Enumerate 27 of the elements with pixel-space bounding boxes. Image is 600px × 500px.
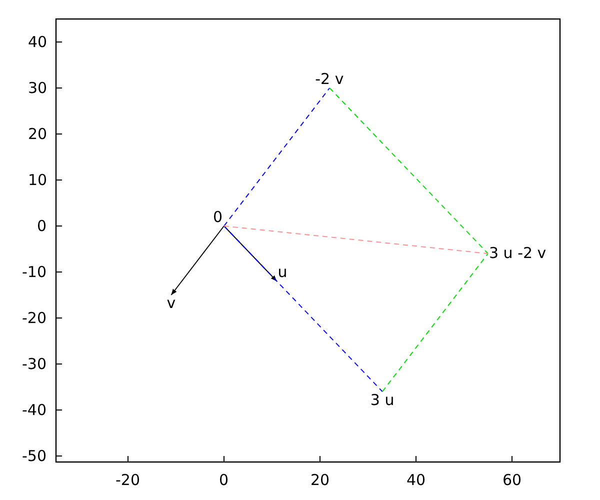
tick-label: -20 [114, 472, 141, 489]
tick-label: -10 [21, 264, 48, 280]
vector-label: u [276, 264, 288, 282]
tick-label: 20 [27, 126, 48, 142]
tick-label: 20 [310, 472, 331, 489]
tick-label: 60 [502, 472, 523, 489]
tick-label: 40 [406, 472, 427, 489]
dashed-line [382, 253, 488, 392]
tick-label: -30 [21, 356, 48, 372]
dashed-line [224, 226, 488, 254]
dashed-line [224, 226, 383, 392]
vector-label: -2 v [314, 71, 345, 88]
dashed-line [329, 88, 488, 254]
tick-label: -20 [21, 310, 48, 326]
tick-label: 30 [27, 80, 48, 96]
vector-label: 0 [212, 209, 224, 226]
tick-label: 10 [27, 172, 48, 188]
vector-label: 3 u -2 v [488, 245, 548, 262]
vector-label: 3 u [369, 392, 396, 409]
tick-label: 0 [218, 472, 230, 489]
tick-label: -40 [21, 402, 48, 418]
vector-label: v [166, 295, 177, 312]
arrow [170, 226, 224, 296]
tick-label: -50 [21, 448, 48, 464]
tick-label: 40 [27, 34, 48, 50]
tick-label: 0 [36, 218, 48, 234]
dashed-line [224, 88, 330, 226]
